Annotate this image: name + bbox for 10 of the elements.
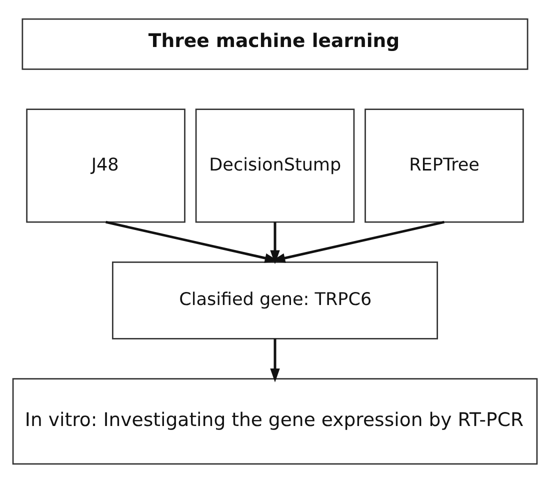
node-box: DecisionStump bbox=[195, 108, 355, 222]
node-box: REPTree bbox=[364, 108, 524, 222]
node-box: Three machine learning bbox=[22, 18, 528, 70]
node-box: J48 bbox=[26, 108, 186, 222]
arrow bbox=[270, 222, 280, 264]
node-box: In vitro: Investigating the gene expression by RT-PCR bbox=[12, 378, 538, 464]
arrow bbox=[106, 220, 279, 262]
node-box: Clasified gene: TRPC6 bbox=[112, 261, 438, 339]
arrow bbox=[270, 338, 280, 382]
arrow bbox=[271, 220, 444, 262]
